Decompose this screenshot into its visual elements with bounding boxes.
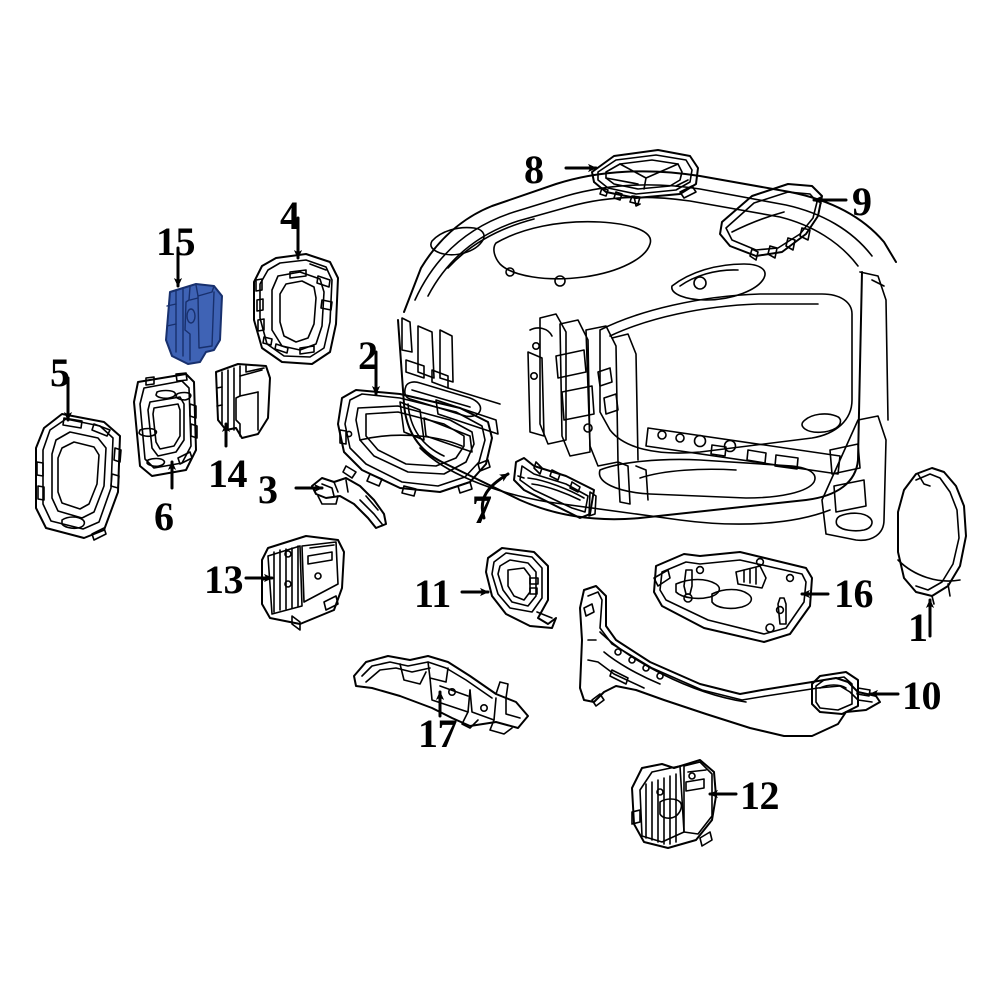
callout-number-1[interactable]: 1 [908, 605, 928, 650]
part-6-display-mounting-bracket [133, 372, 198, 477]
part-15-end-cap [165, 283, 223, 365]
part-5-display-bezel-frame [35, 413, 122, 541]
part-7-lower-trim-reinforcement [513, 457, 597, 519]
callout-number-10[interactable]: 10 [902, 673, 942, 718]
part-4-center-stack-bezel [253, 253, 339, 365]
part-2-cluster-bezel [337, 389, 493, 497]
part-11-ignition-switch-bezel [485, 547, 557, 629]
main-instrument-panel-assembly [397, 170, 897, 542]
part-9-speaker-grille-cover [719, 183, 823, 261]
callout-number-16[interactable]: 16 [834, 571, 874, 616]
callout-number-7[interactable]: 7 [472, 487, 492, 532]
part-13-air-vent-duct [261, 535, 345, 631]
callout-number-8[interactable]: 8 [524, 147, 544, 192]
part-16-bracket-plate [653, 551, 813, 643]
callout-number-12[interactable]: 12 [740, 773, 780, 818]
part-14-side-air-duct [215, 363, 271, 439]
callout-arrows [63, 163, 935, 799]
callout-number-11[interactable]: 11 [414, 571, 451, 616]
part-3-defroster-duct [311, 477, 387, 529]
callout-number-2[interactable]: 2 [358, 333, 378, 378]
part-8-defroster-grille [591, 149, 699, 207]
callout-number-15[interactable]: 15 [156, 219, 196, 264]
part-1-side-cover [897, 467, 967, 605]
part-12-air-vent-register [631, 759, 717, 849]
part-17-lower-support-brace [353, 655, 529, 735]
callout-number-13[interactable]: 13 [204, 557, 244, 602]
callout-number-9[interactable]: 9 [852, 179, 872, 224]
callout-number-6[interactable]: 6 [154, 494, 174, 539]
callout-number-3[interactable]: 3 [258, 467, 278, 512]
part-10-reinforcement-beam [579, 585, 881, 737]
callout-number-17[interactable]: 17 [418, 711, 458, 756]
callout-number-5[interactable]: 5 [50, 350, 70, 395]
callout-number-14[interactable]: 14 [208, 451, 248, 496]
callout-number-4[interactable]: 4 [280, 193, 300, 238]
